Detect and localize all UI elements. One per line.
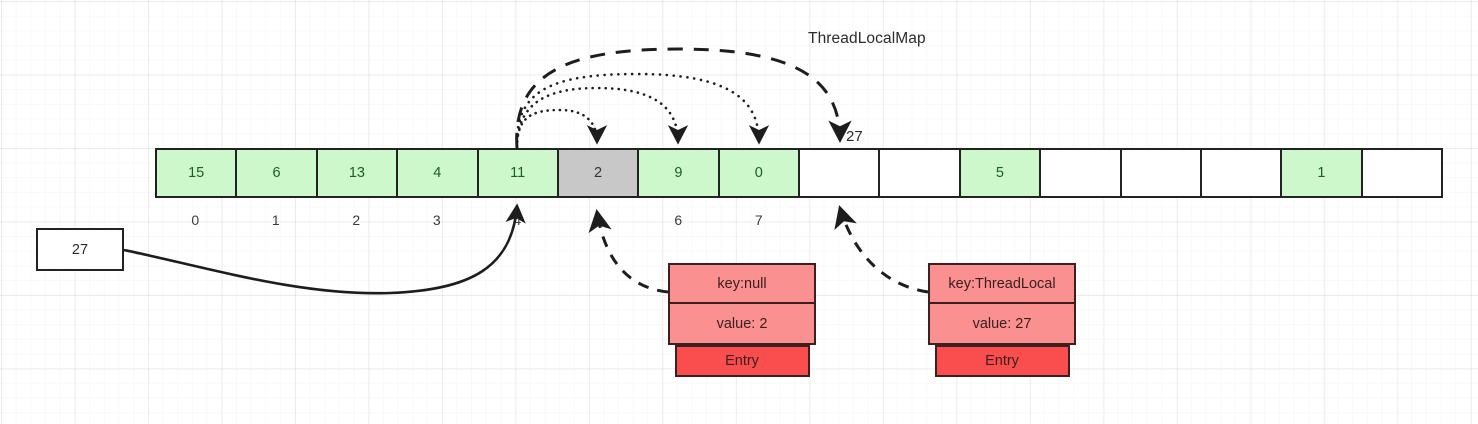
bucket-cell-10[interactable]: 5 bbox=[960, 150, 1042, 196]
entry-value-1: value: 2 bbox=[716, 315, 768, 332]
bucket-index-label-1: 1 bbox=[271, 212, 280, 228]
bucket-index-spacer-11 bbox=[1041, 212, 1122, 232]
hash-source-box: 27 bbox=[36, 228, 124, 271]
bucket-cell-value-0: 15 bbox=[188, 165, 205, 181]
bucket-cell-4[interactable]: 11 bbox=[478, 150, 559, 196]
bucket-cell-12[interactable] bbox=[1121, 150, 1202, 196]
bucket-cell-0[interactable]: 15 bbox=[157, 150, 238, 196]
bucket-index-label-6: 6 bbox=[674, 212, 683, 228]
bucket-cell-2[interactable]: 13 bbox=[317, 150, 399, 196]
bucket-cell-7[interactable]: 0 bbox=[719, 150, 800, 196]
bucket-cell-3[interactable]: 4 bbox=[398, 150, 479, 196]
bucket-cell-value-6: 9 bbox=[674, 165, 683, 181]
bucket-cell-value-10: 5 bbox=[995, 165, 1004, 181]
entry-card-1: key:null value: 2 Entry bbox=[668, 263, 816, 377]
bucket-index-spacer-13 bbox=[1202, 212, 1283, 232]
entry-body-2: key:ThreadLocal value: 27 bbox=[928, 263, 1076, 345]
bucket-index-label-0: 0 bbox=[191, 212, 200, 228]
entry-card-2: key:ThreadLocal value: 27 Entry bbox=[928, 263, 1076, 377]
bucket-cell-15[interactable] bbox=[1362, 150, 1441, 196]
probe-arc-group bbox=[515, 47, 852, 150]
bucket-cell-6[interactable]: 9 bbox=[639, 150, 720, 196]
bucket-index-label-7: 7 bbox=[754, 212, 763, 228]
bucket-cell-1[interactable]: 6 bbox=[237, 150, 318, 196]
bucket-cell-value-5: 2 bbox=[594, 165, 603, 181]
probe-arc-4-to-8 bbox=[515, 47, 852, 149]
probe-result-label: 27 bbox=[846, 128, 863, 145]
bucket-cell-5[interactable]: 2 bbox=[558, 150, 640, 196]
bucket-index-label-2: 2 bbox=[352, 212, 361, 228]
bucket-cell-14[interactable]: 1 bbox=[1282, 150, 1363, 196]
hash-source-value: 27 bbox=[71, 241, 89, 258]
bucket-cell-11[interactable] bbox=[1041, 150, 1122, 196]
bucket-index-label-5: 5 bbox=[593, 212, 602, 228]
bucket-cell-13[interactable] bbox=[1201, 150, 1283, 196]
bucket-cell-value-1: 6 bbox=[272, 165, 281, 181]
entry-body-1: key:null value: 2 bbox=[668, 263, 816, 345]
bucket-index-spacer-9 bbox=[880, 212, 961, 232]
bucket-index-spacer-14 bbox=[1282, 212, 1363, 232]
entry-key-2: key:ThreadLocal bbox=[930, 265, 1074, 304]
bucket-index-label-3: 3 bbox=[432, 212, 441, 228]
bucket-cell-value-7: 0 bbox=[754, 165, 763, 181]
bucket-index-spacer-10 bbox=[960, 212, 1041, 232]
probe-arc-4-to-5 bbox=[515, 108, 608, 150]
bucket-cell-value-14: 1 bbox=[1317, 165, 1326, 181]
probe-arc-4-to-7 bbox=[515, 72, 770, 150]
bucket-index-spacer-8 bbox=[799, 212, 880, 232]
bucket-cell-8[interactable] bbox=[800, 150, 881, 196]
bucket-cell-value-3: 4 bbox=[433, 165, 442, 181]
entry-key-1: key:null bbox=[670, 265, 814, 304]
bucket-cell-9[interactable] bbox=[880, 150, 961, 196]
entry-footer-2: Entry bbox=[934, 345, 1070, 377]
bucket-cell-value-4: 11 bbox=[510, 165, 526, 181]
probe-arc-4-to-6 bbox=[515, 86, 689, 150]
bucket-cell-value-2: 13 bbox=[348, 165, 365, 181]
entry-footer-1: Entry bbox=[674, 345, 810, 377]
bucket-index-labels: 0 1 2 3 4 5 6 7 bbox=[155, 212, 1443, 232]
bucket-index-label-4: 4 bbox=[513, 212, 522, 228]
bucket-index-spacer-15 bbox=[1363, 212, 1444, 232]
page-title: ThreadLocalMap bbox=[808, 30, 926, 47]
entry-value-2: value: 27 bbox=[972, 315, 1032, 332]
threadlocalmap-table: 15 6 13 4 11 2 9 0 5 1 bbox=[155, 148, 1443, 198]
bucket-index-spacer-12 bbox=[1121, 212, 1202, 232]
